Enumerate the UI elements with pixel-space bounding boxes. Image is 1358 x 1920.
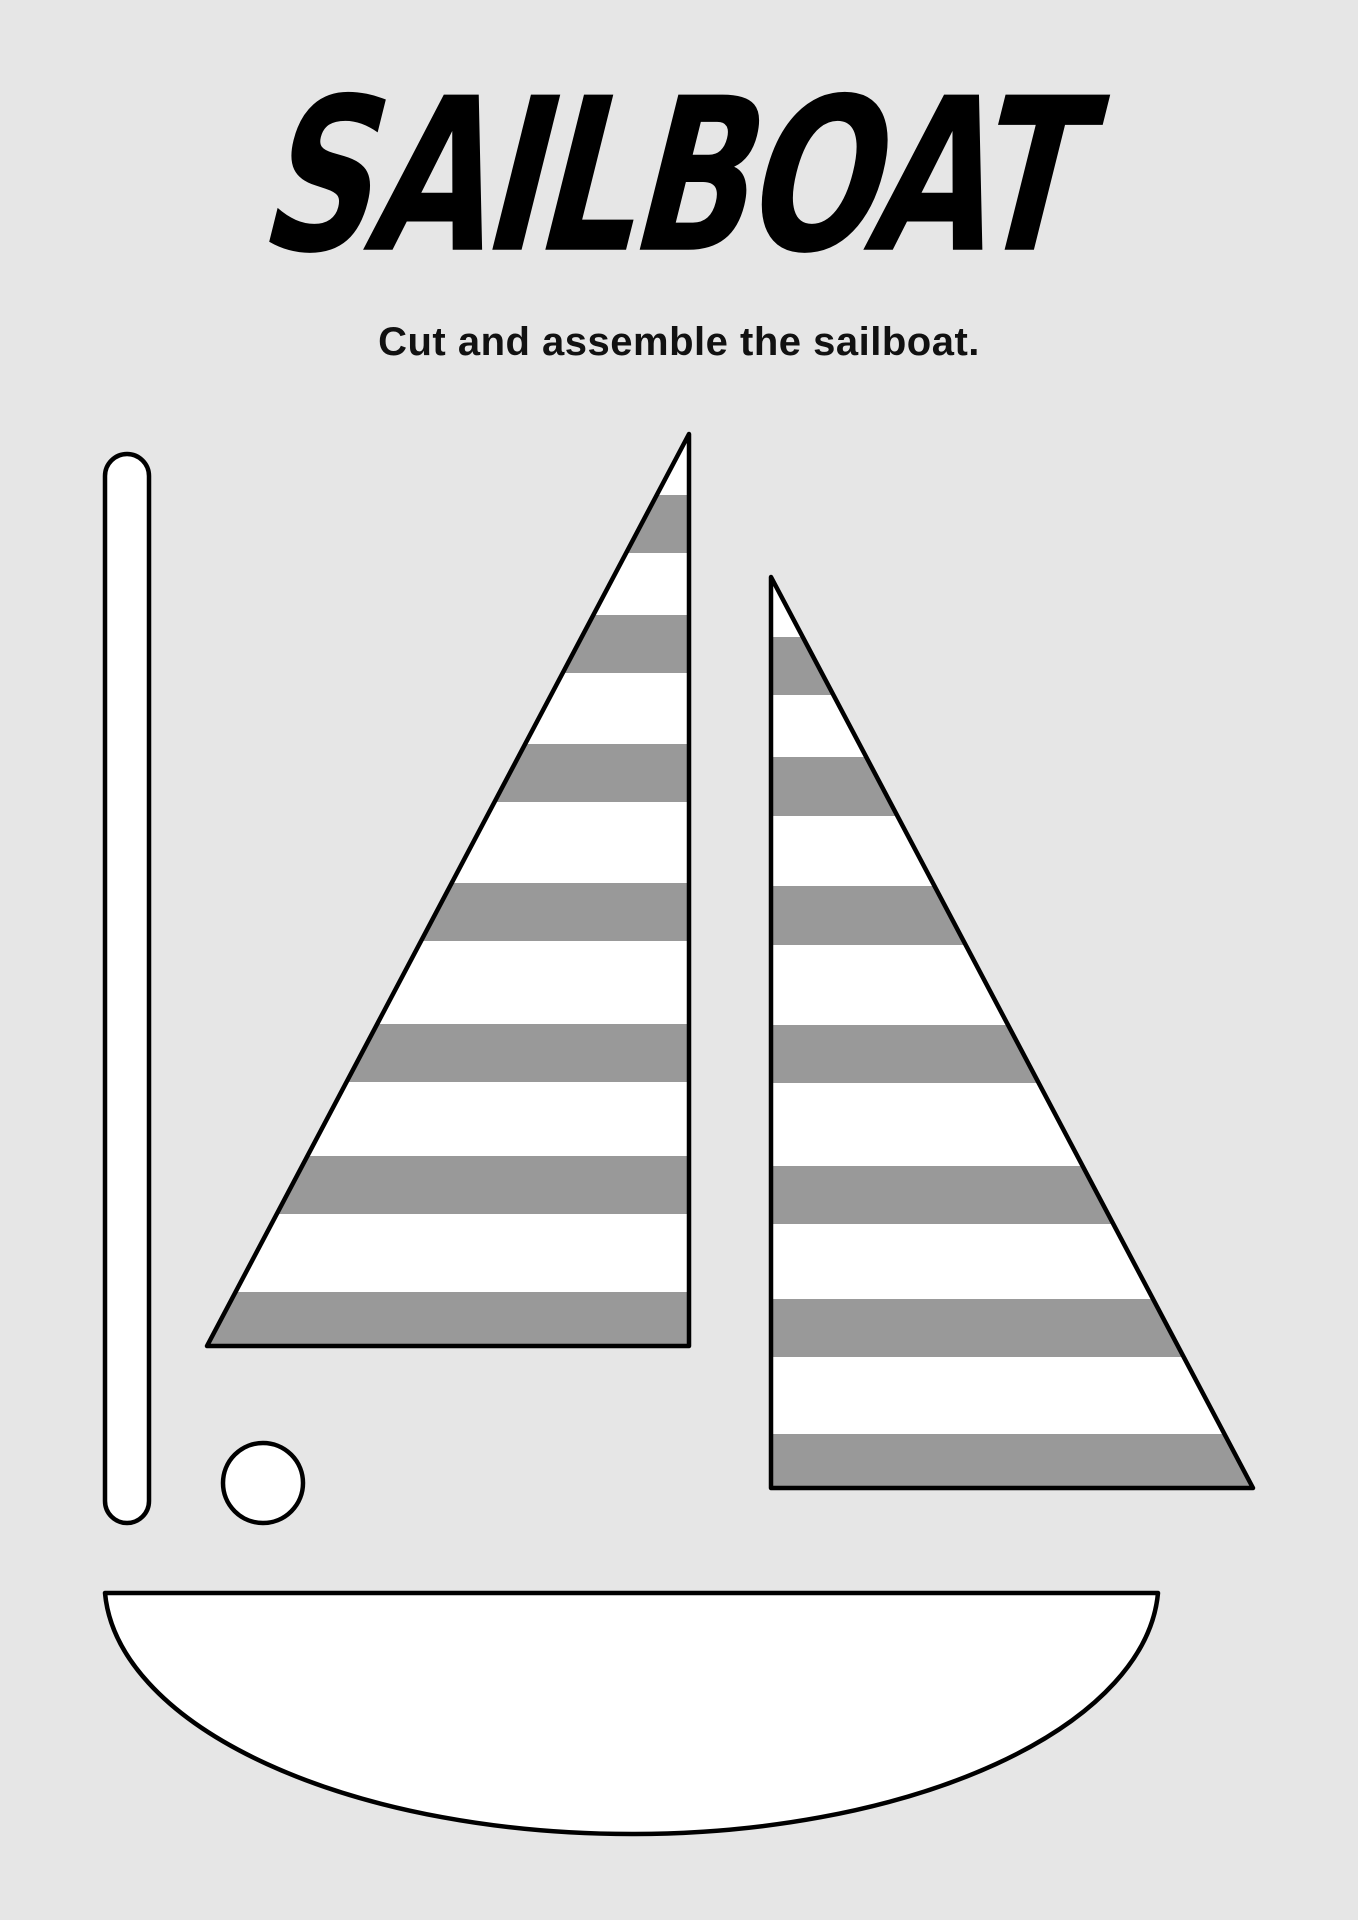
right-sail-piece [768, 574, 1256, 1491]
mast-piece [102, 451, 152, 1526]
instruction-text: Cut and assemble the sailboat. [378, 320, 980, 364]
hull-piece [102, 1590, 1161, 1837]
mast-cap-circle-piece [220, 1440, 306, 1526]
left-sail-piece [204, 431, 692, 1349]
